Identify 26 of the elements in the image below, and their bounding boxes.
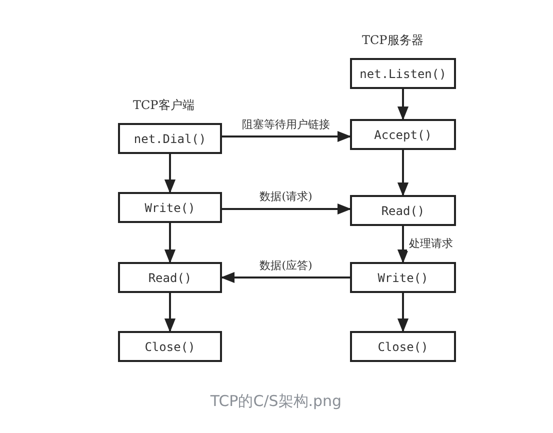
edge-label: 数据(应答) [258, 258, 314, 272]
arrow [397, 89, 409, 120]
arrow [164, 154, 176, 194]
edge-label: 阻塞等待用户链接 [240, 116, 332, 132]
edge-label: 数据(请求) [258, 189, 314, 204]
function-box: Close() [118, 331, 222, 362]
caption: TCP的C/S架构.png [210, 392, 342, 411]
function-box: Read() [118, 262, 222, 293]
edge-label: 处理请求 [407, 236, 455, 251]
function-box: Accept() [350, 119, 456, 150]
arrow [164, 293, 176, 332]
arrow [164, 223, 176, 264]
arrow [397, 293, 409, 332]
column-heading: TCP客户端 [133, 97, 194, 114]
column-heading: TCP服务器 [362, 32, 424, 49]
arrow [397, 226, 409, 264]
function-box: net.Listen() [350, 58, 456, 89]
arrow [222, 130, 352, 142]
function-box: Write() [350, 262, 456, 293]
function-box: Close() [350, 331, 456, 362]
arrow [222, 203, 352, 215]
arrow [397, 150, 409, 196]
function-box: Read() [350, 195, 456, 226]
function-box: Write() [118, 192, 222, 223]
function-box: net.Dial() [118, 123, 222, 154]
arrow [220, 272, 350, 284]
